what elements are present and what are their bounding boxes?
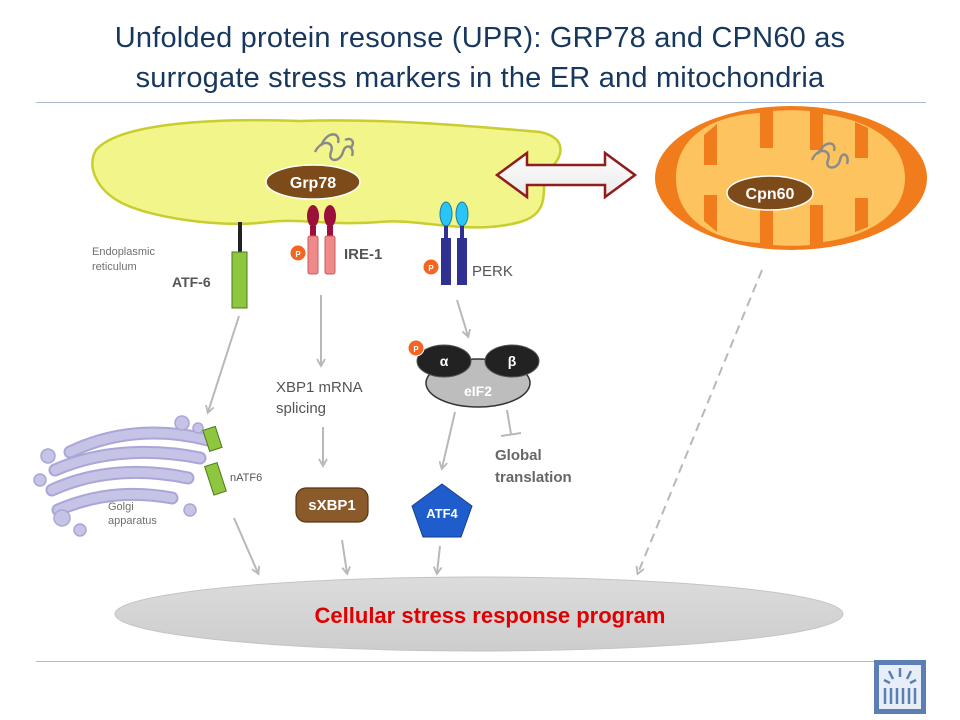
title-divider — [36, 102, 926, 103]
arrow-eif2-to-atf4 — [438, 411, 456, 471]
arrow-sxbp1-to-response — [341, 539, 351, 576]
natf6-fragments — [202, 425, 227, 496]
atf4-label: ATF4 — [426, 506, 458, 521]
golgi-label-line-1: Golgi — [108, 501, 134, 513]
eif2-beta-label: β — [508, 353, 517, 369]
arrow-perk-to-eif2 — [456, 299, 471, 339]
protein-squiggle-icon — [810, 142, 849, 169]
response-label: Cellular stress response program — [315, 603, 666, 628]
cpn60-chaperone: Cpn60 — [726, 175, 814, 211]
golgi-apparatus — [45, 426, 215, 517]
natf6-label: nATF6 — [230, 472, 262, 484]
perk-sensor: P — [422, 201, 469, 285]
title-line-1: Unfolded protein resonse (UPR): GRP78 an… — [114, 22, 846, 54]
eif2-complex: eIF2 α β P — [407, 339, 540, 408]
er-label-line-2: reticulum — [92, 261, 137, 273]
atf6-label: ATF-6 — [172, 274, 211, 290]
double-arrow-icon — [494, 150, 638, 200]
ire1-phospho-label: P — [295, 250, 301, 259]
footer-divider — [36, 661, 926, 662]
protein-squiggle-icon — [313, 133, 355, 162]
cpn60-label: Cpn60 — [746, 186, 795, 203]
arrow-natf6-to-response — [233, 517, 261, 576]
inhibition-global-translation — [500, 409, 522, 437]
mitochondrion: Cpn60 — [655, 106, 927, 250]
sxbp1-factor: sXBP1 — [295, 487, 369, 523]
atf6-sensor — [231, 222, 248, 309]
eif2-phospho-label: P — [413, 345, 419, 354]
eif2-alpha-label: α — [440, 353, 449, 369]
golgi-label-line-2: apparatus — [108, 515, 157, 527]
grp78-label: Grp78 — [290, 175, 336, 192]
er-label-line-1: Endoplasmic — [92, 246, 155, 258]
cellular-stress-response: Cellular stress response program — [114, 576, 844, 652]
arrow-atf4-to-response — [432, 545, 443, 576]
arrow-mito-to-response — [635, 269, 763, 576]
title-line-2: surrogate stress markers in the ER and m… — [135, 62, 825, 94]
slide-title: Unfolded protein resonse (UPR): GRP78 an… — [0, 18, 960, 98]
arrow-atf6-to-golgi — [205, 315, 240, 415]
sxbp1-label: sXBP1 — [308, 497, 356, 514]
atf4-factor: ATF4 — [411, 483, 473, 538]
xbp1-label-line-2: splicing — [276, 400, 326, 417]
perk-label: PERK — [472, 263, 513, 280]
eif2-label: eIF2 — [464, 383, 492, 399]
golgi-vesicles — [33, 415, 204, 537]
perk-phospho-label: P — [428, 264, 434, 273]
ire1-sensor: P — [289, 205, 336, 275]
pathway-arrows — [205, 269, 763, 576]
global-translation-line-1: Global — [495, 447, 542, 464]
xbp1-label-line-1: XBP1 mRNA — [276, 379, 363, 396]
global-translation-line-2: translation — [495, 469, 572, 486]
institution-logo-icon — [874, 660, 926, 714]
ire1-label: IRE-1 — [344, 246, 382, 263]
grp78-chaperone: Grp78 — [265, 164, 361, 200]
